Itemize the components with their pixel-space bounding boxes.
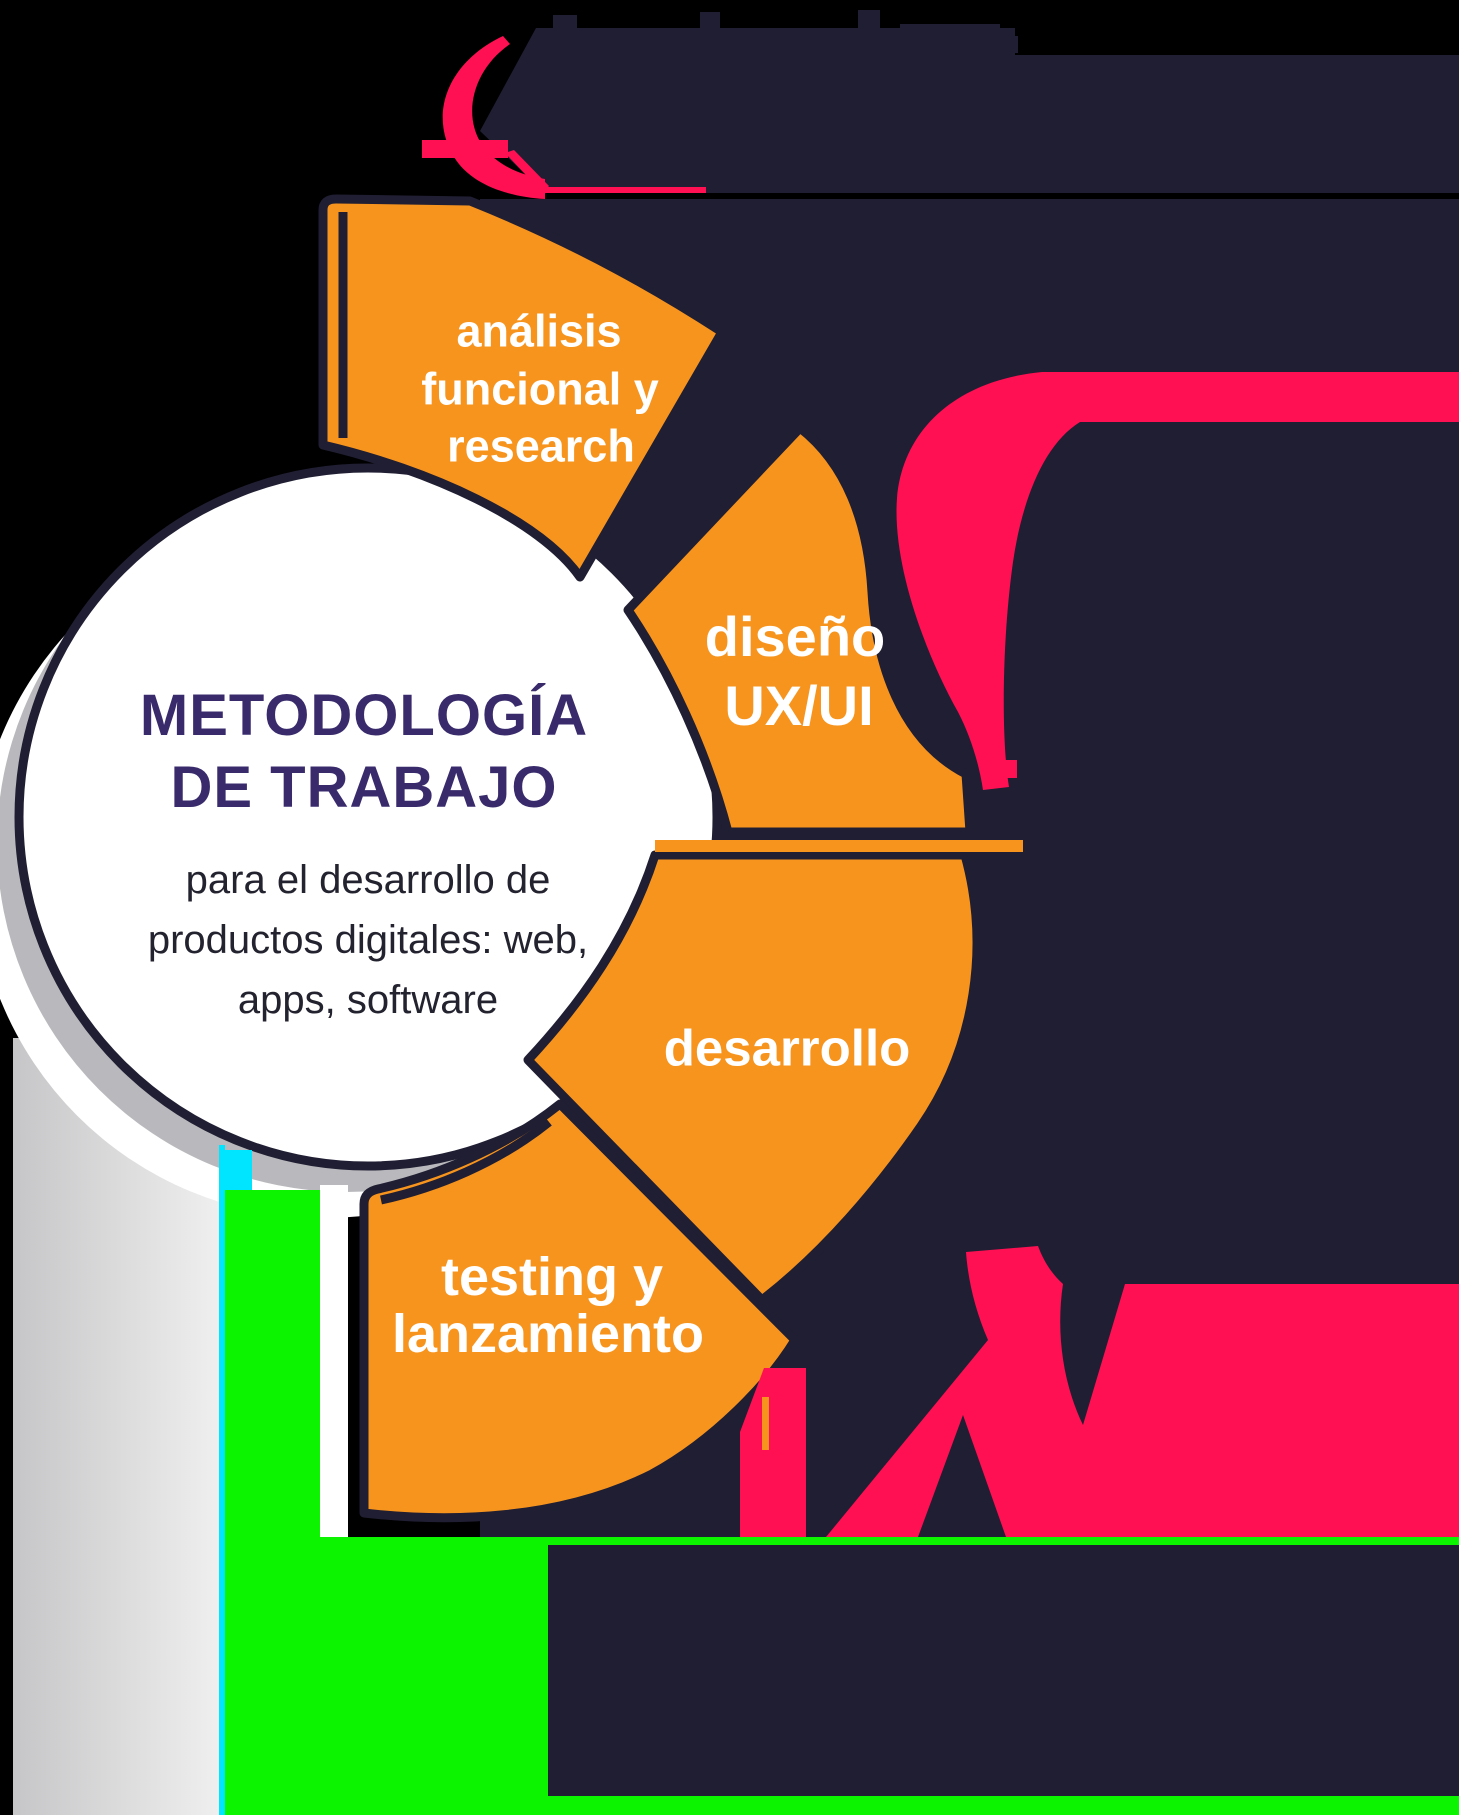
stage-diseno-label-line1: diseño — [704, 605, 886, 668]
stage-desarrollo-label: desarrollo — [663, 1019, 911, 1077]
arrow-middle — [896, 372, 1459, 790]
center-title-line2: DE TRABAJO — [170, 755, 558, 820]
stage-analisis-label-line1: análisis — [456, 305, 622, 357]
stage-analisis-label-line2: funcional y — [421, 363, 659, 415]
center-subtitle-line3: apps, software — [237, 978, 499, 1022]
arrow-bottom — [650, 1246, 1459, 1537]
center-subtitle-line1: para el desarrollo de — [185, 858, 551, 902]
wedge-diseno — [623, 423, 975, 837]
center-subtitle-line2: productos digitales: web, — [147, 918, 589, 962]
arrow-top — [422, 36, 706, 199]
stage-testing-label-line1: testing y — [440, 1247, 664, 1307]
green-scanline — [225, 1537, 1459, 1545]
wedge-inner-strokes — [338, 212, 552, 1205]
wedge-analisis — [318, 194, 727, 582]
stage-analisis-label-line3: research — [447, 420, 635, 472]
left-black-edge — [0, 1038, 13, 1815]
glitch-strips — [219, 1145, 1459, 1815]
fan-wedges — [318, 194, 982, 1523]
wedge-desarrollo — [523, 850, 982, 1305]
center-circle — [14, 463, 722, 1171]
stage-testing-label-line2: lanzamiento — [391, 1304, 705, 1364]
stage-diseno-label-line2: UX/UI — [724, 674, 874, 737]
center-title-line1: METODOLOGÍA — [139, 683, 589, 748]
divider-orange-bar — [655, 840, 1023, 852]
wedge-testing — [359, 1099, 800, 1523]
